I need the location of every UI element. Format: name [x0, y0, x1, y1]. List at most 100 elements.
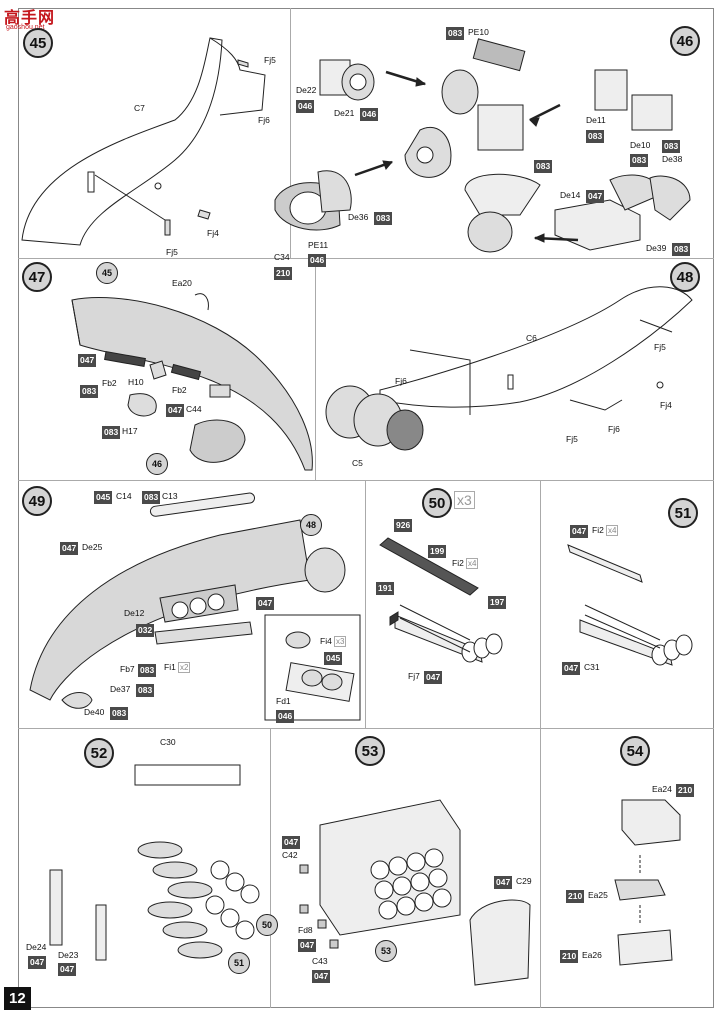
step-54: 54 — [620, 736, 650, 766]
part-label: C5 — [352, 458, 363, 468]
part-label: Fj5 — [264, 55, 276, 65]
watermark-url: gaoshou.net — [6, 24, 45, 31]
ref-step-45: 45 — [96, 262, 118, 284]
color-code: 191 — [376, 582, 395, 595]
part-label: Fb2 — [102, 378, 117, 388]
color-code: 047 — [562, 662, 581, 675]
step-47: 47 — [22, 262, 52, 292]
color-code: 047 — [28, 956, 47, 969]
color-code: 083 — [110, 707, 129, 720]
part-label: Fb2 — [172, 385, 187, 395]
ref-step-48: 48 — [300, 514, 322, 536]
section-divider — [18, 258, 714, 259]
part-label: H10 — [128, 377, 144, 387]
part-label: De10 — [630, 140, 651, 150]
part-label: Fj6 — [395, 376, 407, 386]
color-code: 210 — [676, 784, 695, 797]
ref-step-46: 46 — [146, 453, 168, 475]
section-divider — [365, 480, 366, 728]
part-label: De24 — [26, 942, 47, 952]
part-label: De11 — [586, 115, 606, 125]
color-code: 046 — [308, 254, 327, 267]
color-code: 210 — [560, 950, 579, 963]
part-label: Fj5 — [654, 342, 666, 352]
page-frame — [18, 8, 714, 1008]
step-46: 46 — [670, 26, 700, 56]
ref-step-51: 51 — [228, 952, 250, 974]
color-code: 083 — [102, 426, 121, 439]
section-divider — [18, 480, 714, 481]
part-label: C13 — [162, 491, 178, 501]
color-code: 083 — [534, 160, 553, 173]
part-label: De40 — [84, 707, 105, 717]
color-code: 046 — [296, 100, 315, 113]
part-label: Fi1 — [164, 662, 176, 672]
part-label: C31 — [584, 662, 600, 672]
part-label: C42 — [282, 850, 298, 860]
part-label: C44 — [186, 404, 202, 414]
part-label: Fj4 — [207, 228, 219, 238]
part-label: Fb7 — [120, 664, 135, 674]
color-code: 047 — [298, 939, 317, 952]
part-label: De23 — [58, 950, 79, 960]
color-code: 083 — [630, 154, 649, 167]
part-label: C34 — [274, 252, 290, 262]
part-label: Ea20 — [172, 278, 192, 288]
part-label: C6 — [526, 333, 537, 343]
part-label: Fj7 — [408, 671, 420, 681]
color-code: 045 — [94, 491, 113, 504]
step-52: 52 — [84, 738, 114, 768]
color-code: 083 — [672, 243, 691, 256]
part-label: Fj6 — [258, 115, 270, 125]
step-53: 53 — [355, 736, 385, 766]
part-label: De14 — [560, 190, 581, 200]
part-label: Ea24 — [652, 784, 672, 794]
part-label: De39 — [646, 243, 667, 253]
part-label: De38 — [662, 154, 683, 164]
section-divider — [540, 480, 541, 728]
color-code: 046 — [360, 108, 379, 121]
part-label: De25 — [82, 542, 103, 552]
color-code: 047 — [424, 671, 443, 684]
part-label: C14 — [116, 491, 132, 501]
color-code: 199 — [428, 545, 447, 558]
step-45: 45 — [23, 28, 53, 58]
step-48: 48 — [670, 262, 700, 292]
step-50-multiplier: x3 — [454, 491, 475, 509]
section-divider — [540, 728, 541, 1008]
watermark-logo: 高手网 — [4, 10, 56, 27]
fi1-multiplier: x2 — [178, 662, 191, 673]
part-label: PE11 — [308, 240, 329, 250]
section-divider — [315, 258, 316, 480]
ref-step-53: 53 — [375, 940, 397, 962]
color-code: 047 — [282, 836, 301, 849]
part-label: Fj5 — [166, 247, 178, 257]
color-code: 083 — [586, 130, 605, 143]
fi2b-multiplier: x4 — [606, 525, 619, 536]
step-51: 51 — [668, 498, 698, 528]
ref-step-50: 50 — [256, 914, 278, 936]
section-divider — [18, 728, 714, 729]
fi4-multiplier: x3 — [334, 636, 347, 647]
color-code: 083 — [136, 684, 155, 697]
color-code: 083 — [142, 491, 161, 504]
color-code: 083 — [662, 140, 681, 153]
part-label: C30 — [160, 737, 176, 747]
part-label: H17 — [122, 426, 138, 436]
color-code: 210 — [566, 890, 585, 903]
color-code: 197 — [488, 596, 507, 609]
part-label: PE10 — [468, 27, 489, 37]
fi2a-multiplier: x4 — [466, 558, 479, 569]
part-label: Fd8 — [298, 925, 313, 935]
color-code: 210 — [274, 267, 293, 280]
color-code: 083 — [80, 385, 99, 398]
color-code: 926 — [394, 519, 413, 532]
color-code: 047 — [166, 404, 185, 417]
part-label: C29 — [516, 876, 532, 886]
section-divider — [290, 8, 291, 258]
section-divider — [270, 728, 271, 1008]
color-code: 032 — [136, 624, 155, 637]
color-code: 047 — [256, 597, 275, 610]
part-label: Fd1 — [276, 696, 291, 706]
